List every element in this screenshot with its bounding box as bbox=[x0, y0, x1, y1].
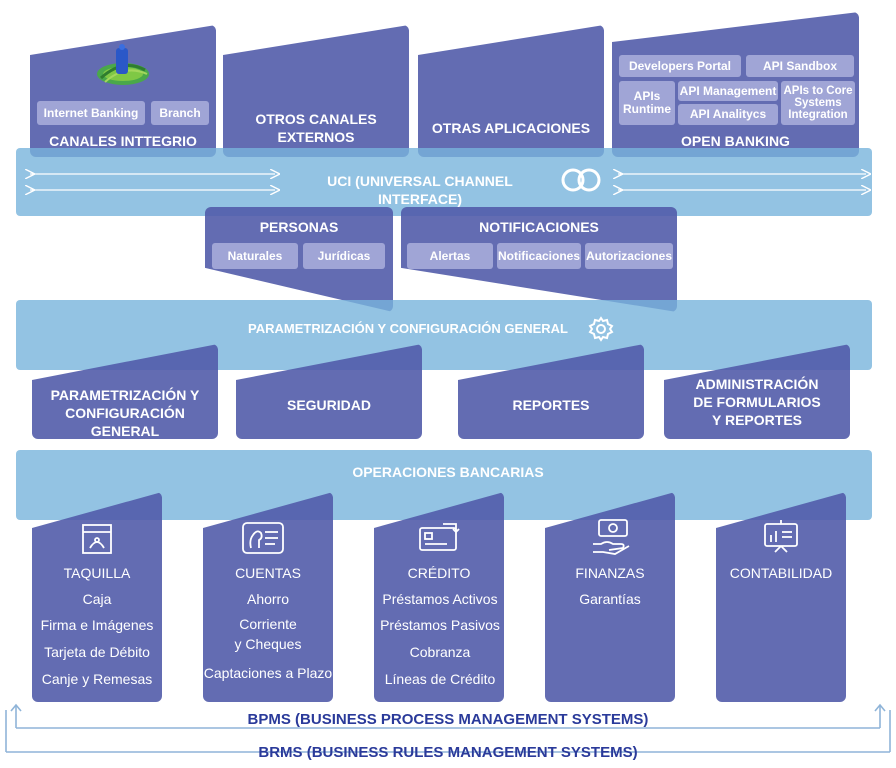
chip-apis-to-core: APIs to Core Systems Integration bbox=[781, 81, 855, 125]
canales-integrio-title: CANALES INTTEGRIO bbox=[49, 133, 197, 149]
module-finanzas-title: FINANZAS bbox=[575, 565, 645, 581]
chip-notificaciones: Notificaciones bbox=[497, 243, 581, 269]
chip-branch: Branch bbox=[151, 101, 209, 125]
notificaciones-title: NOTIFICACIONES bbox=[479, 219, 599, 235]
param-box-reportes-label: REPORTES bbox=[512, 397, 590, 413]
credito-item: Préstamos Activos bbox=[382, 591, 498, 607]
module-taquilla bbox=[32, 492, 162, 702]
integrio-logo bbox=[97, 44, 149, 85]
credito-item: Líneas de Crédito bbox=[384, 671, 496, 687]
otras-aplicaciones-block bbox=[418, 25, 604, 157]
id-card-icon bbox=[242, 522, 284, 554]
money-hand-icon bbox=[593, 519, 630, 555]
gear-icon bbox=[588, 316, 614, 342]
teller-window-icon bbox=[82, 524, 112, 554]
chip-apis-runtime: APIs Runtime bbox=[619, 81, 675, 125]
chip-alertas: Alertas bbox=[407, 243, 493, 269]
otras-aplicaciones-title: OTRAS APLICACIONES bbox=[431, 120, 591, 136]
parametrizacion-band-label: PARAMETRIZACIÓN Y CONFIGURACIÓN GENERAL bbox=[248, 321, 568, 336]
uci-label: UCI (UNIVERSAL CHANNEL INTERFACE) bbox=[327, 173, 513, 208]
param-box-seguridad-label: SEGURIDAD bbox=[286, 397, 371, 413]
module-finanzas bbox=[545, 492, 675, 702]
module-taquilla-title: TAQUILLA bbox=[63, 565, 131, 581]
chip-internet-banking: Internet Banking bbox=[37, 101, 145, 125]
taquilla-item: Canje y Remesas bbox=[41, 671, 153, 687]
chip-autorizaciones: Autorizaciones bbox=[585, 243, 673, 269]
module-credito bbox=[374, 492, 504, 702]
bpms-label: BPMS (BUSINESS PROCESS MANAGEMENT SYSTEM… bbox=[247, 711, 649, 728]
credito-item: Préstamos Pasivos bbox=[380, 617, 500, 633]
param-box-formularios-label: ADMINISTRACIÓN DE FORMULARIOS Y REPORTES bbox=[693, 376, 821, 429]
credito-item: Cobranza bbox=[409, 644, 471, 660]
module-cuentas-title: CUENTAS bbox=[235, 565, 301, 581]
bpms-brms-brackets bbox=[5, 703, 891, 753]
chip-developers-portal: Developers Portal bbox=[619, 55, 741, 77]
chip-api-sandbox: API Sandbox bbox=[746, 55, 854, 77]
credit-card-icon bbox=[419, 523, 460, 551]
module-credito-title: CRÉDITO bbox=[407, 565, 471, 581]
module-contabilidad bbox=[716, 492, 846, 702]
uci-band bbox=[16, 148, 872, 216]
cuentas-item: Ahorro bbox=[246, 591, 290, 607]
open-banking-title: OPEN BANKING bbox=[681, 133, 790, 149]
otros-canales-title: OTROS CANALES EXTERNOS bbox=[255, 111, 377, 146]
cuentas-item: Captaciones a Plazo bbox=[203, 665, 333, 681]
taquilla-item: Firma e Imágenes bbox=[40, 617, 154, 633]
chip-naturales: Naturales bbox=[212, 243, 298, 269]
chip-api-management: API Management bbox=[678, 81, 778, 101]
brms-label: BRMS (BUSINESS RULES MANAGEMENT SYSTEMS) bbox=[258, 744, 638, 761]
operaciones-band-label: OPERACIONES BANCARIAS bbox=[352, 464, 544, 480]
chip-api-analitycs: API Analitycs bbox=[678, 104, 778, 125]
personas-title: PERSONAS bbox=[259, 219, 339, 235]
taquilla-item: Tarjeta de Débito bbox=[44, 644, 150, 660]
presentation-board-icon bbox=[764, 520, 798, 553]
chip-juridicas: Jurídicas bbox=[303, 243, 385, 269]
module-cuentas bbox=[203, 492, 333, 702]
finanzas-item: Garantías bbox=[579, 591, 641, 607]
link-rings-icon bbox=[561, 168, 601, 192]
uci-arrows bbox=[0, 152, 896, 212]
module-contabilidad-title: CONTABILIDAD bbox=[729, 565, 833, 581]
param-box-config-label: PARAMETRIZACIÓN Y CONFIGURACIÓN GENERAL bbox=[50, 387, 200, 440]
cuentas-item: Corriente y Cheques bbox=[234, 616, 302, 652]
taquilla-item: Caja bbox=[82, 591, 112, 607]
